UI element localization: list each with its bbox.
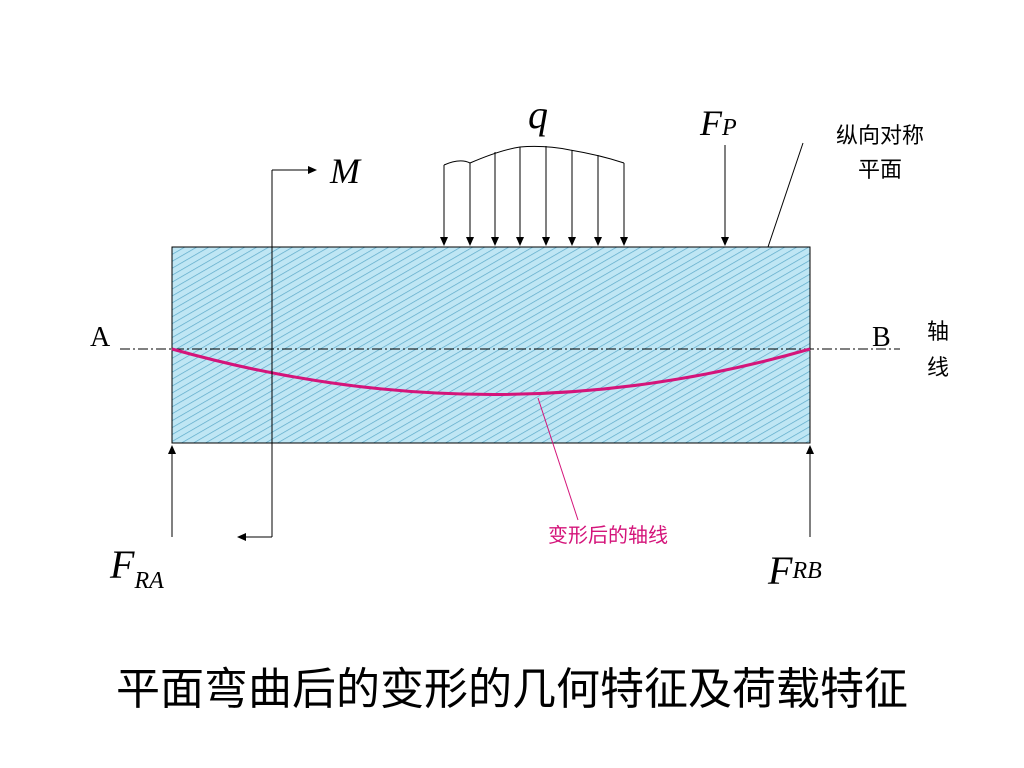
figure-caption: 平面弯曲后的变形的几何特征及荷载特征 [116, 664, 908, 715]
label-fra-sub: RA [133, 568, 164, 594]
label-symmetry-plane-line2: 平面 [858, 158, 902, 183]
label-q: q [528, 92, 548, 137]
label-frb: FRB [767, 548, 822, 593]
label-end-a: A [90, 322, 111, 353]
label-fp-main: F [699, 103, 723, 143]
label-fp-sub: P [721, 115, 737, 141]
label-axis-line2: 线 [927, 356, 949, 381]
label-fp: FP [699, 103, 737, 143]
label-moment: M [329, 151, 362, 191]
symmetry-plane-leader [767, 142, 804, 248]
deformed-axis-curve [171, 347, 811, 396]
distributed-load-envelope [443, 145, 625, 166]
deformed-axis-leader [537, 397, 579, 521]
label-symmetry-plane-line1: 纵向对称 [836, 124, 924, 149]
label-fra: FRA [109, 542, 164, 594]
label-frb-main: F [767, 548, 793, 593]
moment-symbol [237, 166, 317, 541]
label-axis-line1: 轴 [927, 320, 949, 345]
distributed-load-q [440, 145, 628, 246]
beam [171, 246, 811, 444]
label-end-b: B [872, 322, 891, 353]
label-fra-main: F [109, 542, 135, 587]
label-frb-sub: RB [791, 558, 822, 584]
label-deformed-axis: 变形后的轴线 [548, 523, 668, 547]
